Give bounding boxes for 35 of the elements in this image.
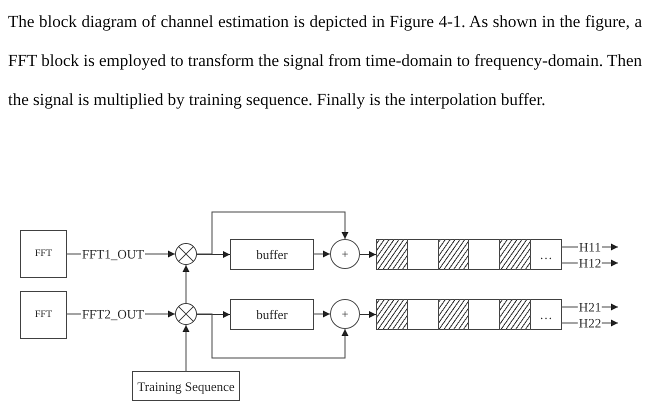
shift-register [376,299,562,330]
block-box [20,291,67,339]
block-label: Training Sequence [137,380,235,392]
arrow [360,251,376,258]
block-label: buffer [256,308,288,321]
adder-circle [330,239,360,269]
block-box [230,299,314,330]
arrow [196,212,348,254]
block-box [132,371,240,401]
arrow [182,324,190,372]
arrow [182,264,190,304]
arrow [314,250,330,258]
shift-register [376,239,562,270]
block-box [230,239,314,270]
arrow [360,311,376,318]
edge-label: FFT1_OUT [80,248,146,260]
block-label: FFT [34,310,52,320]
block-label: FFT [34,249,52,259]
edge-label: H22 [578,316,602,330]
block-box [20,230,67,278]
adder-circle [330,299,360,329]
edge-label: H11 [578,240,602,254]
paragraph: The block diagram of channel estimation is depicted in Figure 4-1. As shown in the figure, a FFT block is employed to transform the signal from time-domain to frequency-domain. Then the signal is multiplied by training sequence. Finally is the interpolation buffer. [8,11,642,111]
edge-label: FFT2_OUT [80,308,146,320]
edge-label: H21 [578,300,602,314]
ellipsis: … [540,308,553,321]
arrow [196,311,230,318]
ellipsis: … [540,248,553,261]
edge-label: H12 [578,256,602,270]
plus-sign: + [342,308,348,320]
arrow [314,310,330,318]
plus-sign: + [342,248,348,260]
arrow [196,251,230,258]
arrow [196,314,348,358]
block-label: buffer [256,248,288,261]
